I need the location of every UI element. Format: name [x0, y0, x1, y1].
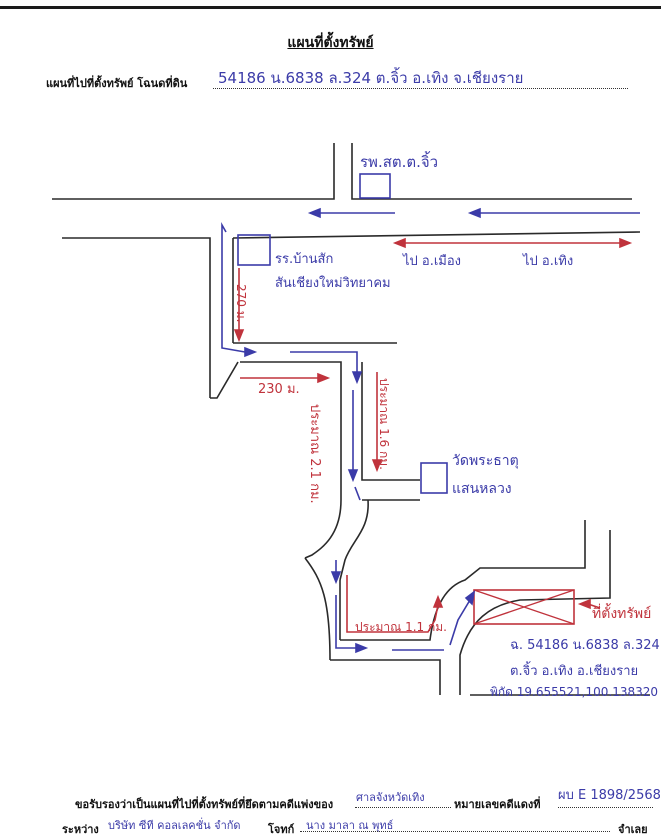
road-edge-bottom-left: [62, 237, 211, 398]
distance-230m: 230 ม.: [258, 382, 300, 397]
deed-value: 54186 น.6838 ล.324 ต.จิ้ว อ.เทิง จ.เชียง…: [218, 69, 524, 87]
top-border-line: [0, 6, 661, 9]
side-road: [210, 342, 650, 696]
property-coordinates: พิกัด 19.655521,100.138320: [490, 685, 659, 699]
direction-label-mueang: ไป อ.เมือง: [403, 254, 462, 269]
blue-route-arrows: [221, 207, 640, 654]
case-label: หมายเลขคดีแดงที่: [454, 798, 541, 811]
road-edge-top-left: [52, 143, 335, 200]
temple-building: [420, 462, 448, 494]
between-label: ระหว่าง: [62, 823, 99, 836]
defendant-value: นาง มาลา ณ พุทธ์: [306, 819, 394, 832]
deed-label: แผนที่ไปที่ตั้งทรัพย์ โฉนดที่ดิน: [46, 77, 188, 90]
distance-1-1km: ประมาณ 1.1 กม.: [355, 620, 447, 634]
temple-label-line2: แสนหลวง: [452, 481, 512, 497]
hospital-building: [359, 173, 391, 199]
case-dotted-line: [558, 807, 653, 808]
red-route-arrows: [233, 237, 633, 633]
case-value: ผบ E 1898/2568: [558, 788, 661, 803]
defendant-label: จำเลย: [618, 823, 648, 836]
property-deed-line2: ต.จิ้ว อ.เทิง อ.เชียงราย: [510, 664, 639, 679]
page-title: แผนที่ตั้งทรัพย์: [287, 35, 374, 51]
temple-label-line1: วัดพระธาตุ: [452, 453, 519, 469]
plaintiff-label: โจทก์: [268, 823, 295, 836]
main-road: [52, 143, 641, 398]
property-label: ที่ตั้งทรัพย์: [592, 606, 652, 622]
property-deed-line1: ฉ. 54186 น.6838 ล.324: [510, 638, 660, 653]
property-parcel: [473, 589, 575, 625]
road-edge-bottom-right: [232, 231, 641, 239]
distance-270m: 270 ม.: [234, 284, 248, 323]
court-dotted-line: [355, 807, 451, 808]
school-label-line1: รร.บ้านสัก: [275, 252, 334, 267]
plaintiff-value: บริษัท ซีที คอลเลคชั่น จำกัด: [108, 819, 241, 832]
school-building: [237, 234, 271, 266]
direction-label-thoeng: ไป อ.เทิง: [523, 254, 574, 269]
court-value: ศาลจังหวัดเทิง: [356, 791, 425, 804]
distance-1-6km: ประมาณ 1.6 กม.: [377, 378, 391, 470]
deed-dotted-line: [213, 88, 628, 89]
hospital-label: รพ.สต.ต.จิ้ว: [360, 153, 439, 171]
school-label-line2: สันเชียงใหม่วิทยาคม: [275, 276, 391, 291]
road-edge-top-right: [351, 143, 632, 200]
certify-label: ขอรับรองว่าเป็นแผนที่ไปที่ตั้งทรัพย์ที่ย…: [75, 798, 334, 811]
distance-2-1km: ประมาณ 2.1 กม.: [307, 404, 322, 504]
